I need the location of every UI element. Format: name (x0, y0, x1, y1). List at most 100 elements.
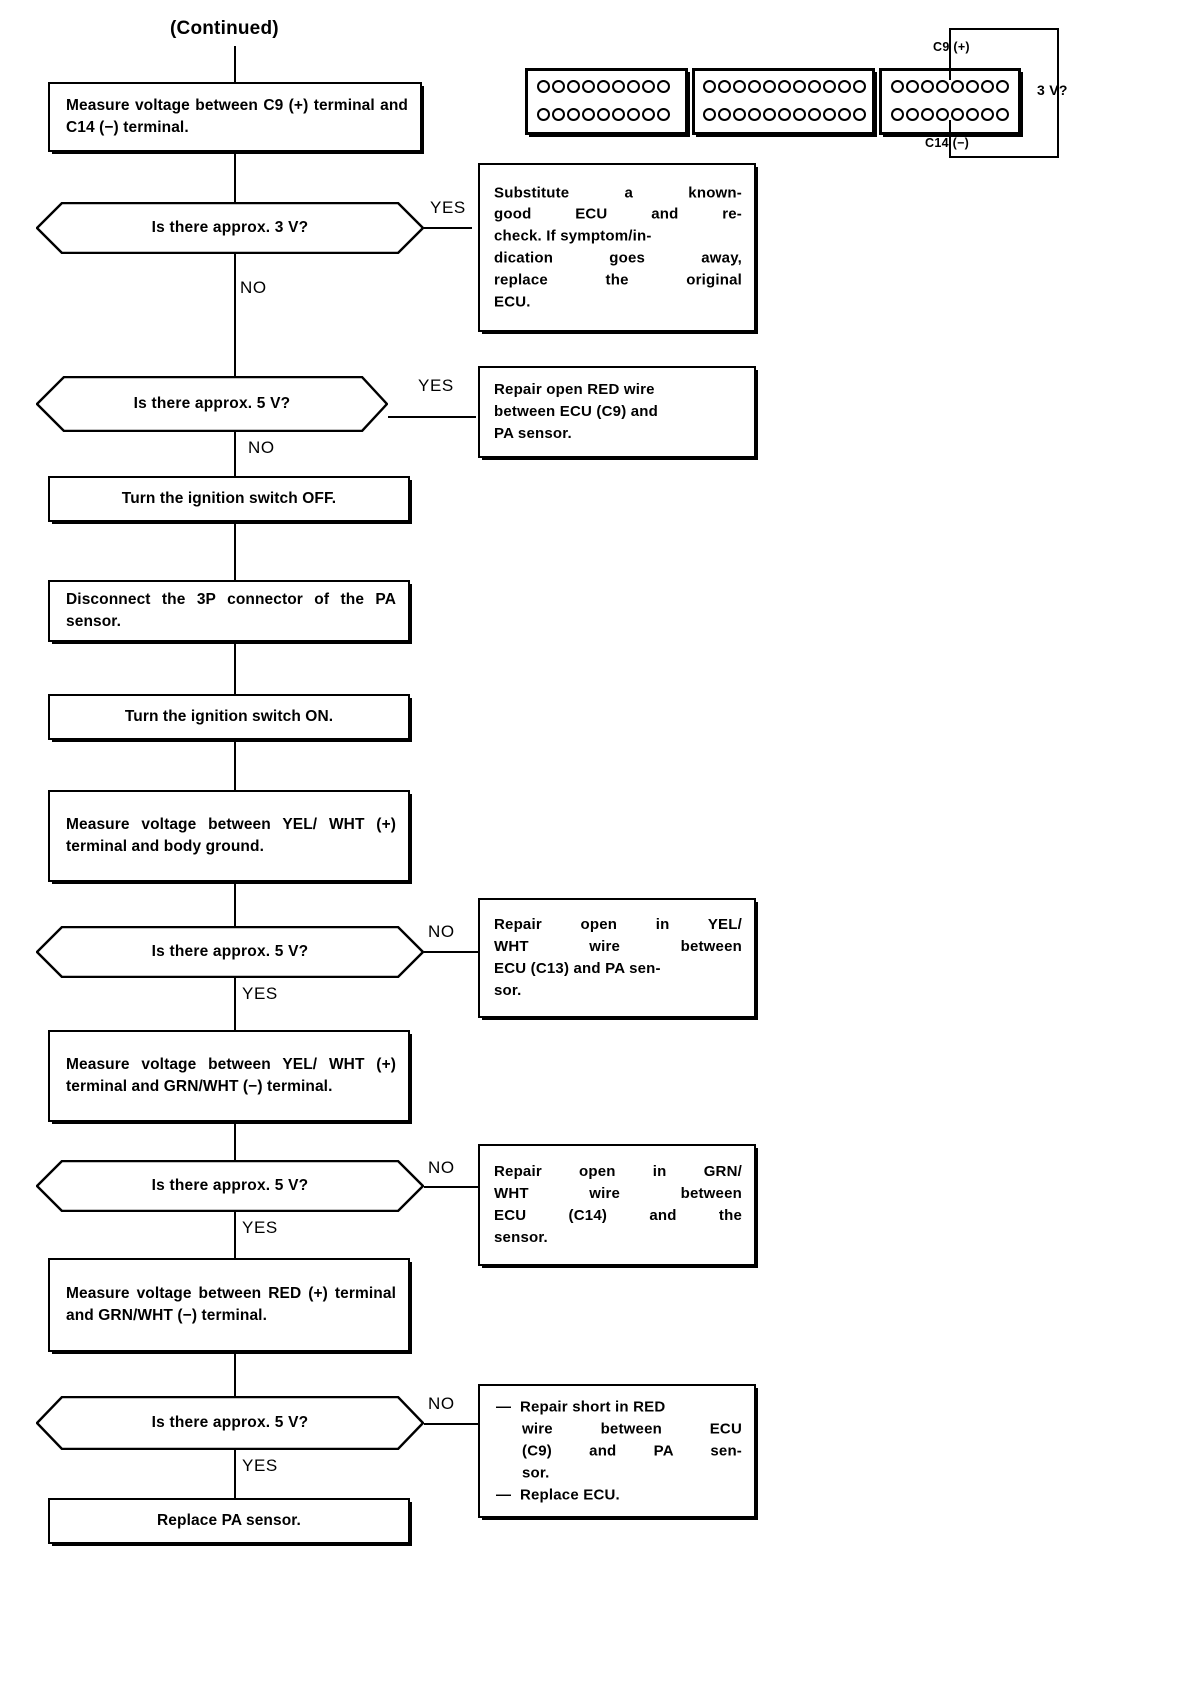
action-line: (C9) and PA sen- (522, 1442, 742, 1460)
connector-pin (966, 80, 979, 93)
process-replace-pa-sensor: Replace PA sensor. (48, 1498, 410, 1544)
process-disconnect-3p-connector: Disconnect the 3P connector of the PA se… (48, 580, 410, 642)
action-line: between ECU (C9) and (494, 403, 659, 421)
branch-label-yes-q3v: YES (430, 198, 466, 217)
connector-pin (891, 80, 904, 93)
action-repair-short-red-replace-ecu: — Repair short in RED wire between ECU (… (478, 1384, 756, 1518)
connector-pin (597, 108, 610, 121)
branch-line-q3v-yes (424, 227, 472, 229)
connector-pin (748, 80, 761, 93)
connector-pin-c9 (936, 80, 949, 93)
connector-pin (627, 108, 640, 121)
connector-pin (853, 108, 866, 121)
continued-label: (Continued) (170, 18, 279, 39)
action-line-text: Replace ECU. (519, 1485, 620, 1503)
c14-lead-vertical (949, 120, 951, 158)
action-line: ECU (C14) and the (494, 1207, 742, 1224)
decision-is-5v-b-text: Is there approx. 5 V? (151, 943, 309, 960)
connector-pin (838, 108, 851, 121)
flow-line-ignon-to-measureyw (234, 740, 236, 790)
connector-pin (612, 108, 625, 121)
connector-pin (838, 80, 851, 93)
connector-pin (921, 80, 934, 93)
connector-pin (951, 80, 964, 93)
branch-label-no-q3v: NO (240, 278, 267, 297)
flow-line-measure-to-q3v (234, 152, 236, 202)
process-measure-c9-c14: Measure voltage between C9 (+) terminal … (48, 82, 422, 152)
action-line: Repair open RED wire (494, 381, 655, 399)
action-repair-open-red-wire-text: Repair open RED wire between ECU (C9) an… (494, 379, 742, 445)
connector-pin (627, 80, 640, 93)
process-replace-pa-sensor-text: Replace PA sensor. (157, 1512, 301, 1529)
connector-pin (996, 108, 1009, 121)
decision-is-3v-text: Is there approx. 3 V? (151, 219, 309, 236)
action-line: replace the original (494, 271, 742, 289)
connector-pin (778, 80, 791, 93)
action-line: good ECU and re- (494, 205, 742, 223)
action-line: Repair open in YEL/ (494, 916, 742, 934)
action-line: wire between ECU (522, 1420, 742, 1438)
decision-is-5v-d: Is there approx. 5 V? (36, 1396, 424, 1450)
branch-label-no-q5vb: NO (428, 922, 455, 941)
action-line-text: Repair short in RED (519, 1398, 666, 1416)
connector-pin (823, 108, 836, 121)
flow-line-q3v-no-to-ignoff (234, 254, 236, 476)
connector-pin (537, 80, 550, 93)
process-measure-yelwht-body-ground: Measure voltage between YEL/ WHT (+) ter… (48, 790, 410, 882)
connector-pin (748, 108, 761, 121)
c14-pin-label: C14 (−) (925, 136, 970, 150)
decision-is-5v-a-shape (36, 376, 388, 432)
connector-pin (537, 108, 550, 121)
connector-pin (582, 80, 595, 93)
connector-voltage-label: 3 V? (1037, 82, 1068, 98)
connector-group-3-top-row (891, 80, 1011, 93)
connector-pin (996, 80, 1009, 93)
flow-line-q5vd-yes-to-replace (234, 1450, 236, 1498)
connector-pin (552, 108, 565, 121)
action-line: dication goes away, (494, 249, 742, 267)
connector-pin (582, 108, 595, 121)
action-line: Substitute a known- (494, 183, 742, 201)
action-repair-open-yelwht-wire: Repair open in YEL/ WHT wire between ECU… (478, 898, 756, 1018)
flow-line-q5vc-yes-to-measurered (234, 1212, 236, 1258)
decision-is-5v-b: Is there approx. 5 V? (36, 926, 424, 978)
process-measure-red-grnwht: Measure voltage between RED (+) terminal… (48, 1258, 410, 1352)
connector-pin (552, 80, 565, 93)
connector-pin (657, 108, 670, 121)
connector-pin (703, 80, 716, 93)
process-measure-yelwht-body-ground-text: Measure voltage between YEL/ WHT (+) ter… (66, 816, 396, 855)
branch-line-q5vd-no (424, 1423, 478, 1425)
action-line: ECU (C13) and PA sen- (494, 960, 661, 977)
connector-group-3-bottom-row (891, 108, 1011, 121)
branch-label-no-q5vd: NO (428, 1394, 455, 1413)
flow-line-q5vb-yes-to-measureyg (234, 978, 236, 1030)
action-line: — Repair short in RED (496, 1398, 666, 1416)
connector-pin (733, 108, 746, 121)
connector-pin (718, 80, 731, 93)
flow-line-measureyg-to-q5vc (234, 1122, 236, 1160)
connector-pin (763, 108, 776, 121)
connector-pin (612, 80, 625, 93)
action-substitute-known-good-ecu: Substitute a known- good ECU and re- che… (478, 163, 756, 332)
process-measure-red-grnwht-text: Measure voltage between RED (+) terminal… (66, 1285, 396, 1324)
branch-line-q5vc-no (424, 1186, 478, 1188)
connector-pin (936, 108, 949, 121)
decision-is-5v-c-text: Is there approx. 5 V? (151, 1177, 309, 1194)
connector-pin (793, 108, 806, 121)
connector-pin (981, 80, 994, 93)
connector-group-1 (525, 68, 688, 135)
connector-pin (808, 80, 821, 93)
connector-pin (657, 80, 670, 93)
decision-is-3v-shape (36, 202, 424, 254)
connector-group-2-bottom-row (703, 108, 868, 121)
decision-is-3v: Is there approx. 3 V? (36, 202, 424, 254)
connector-pin (906, 80, 919, 93)
connector-pin (703, 108, 716, 121)
branch-label-no-q5va: NO (248, 438, 275, 457)
connector-pin-c14 (981, 108, 994, 121)
decision-is-5v-a-text: Is there approx. 5 V? (133, 395, 291, 412)
decision-is-5v-d-shape (36, 1396, 424, 1450)
connector-pin (642, 108, 655, 121)
connector-pin (906, 108, 919, 121)
